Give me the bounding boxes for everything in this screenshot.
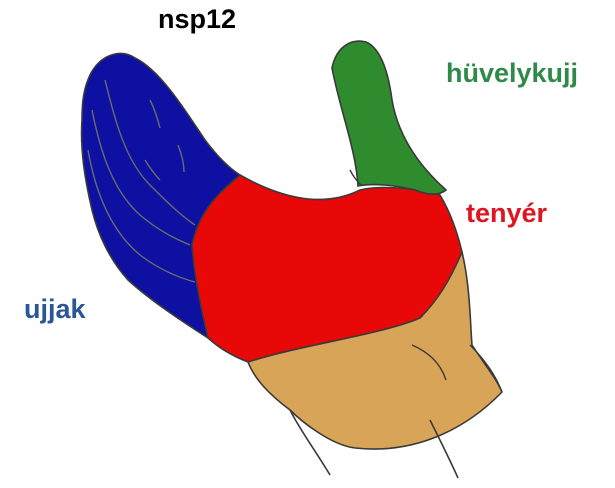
thumb-region — [332, 41, 446, 194]
palm-label: tenyér — [466, 198, 547, 229]
diagram-title: nsp12 — [158, 4, 236, 35]
thumb-label: hüvelykujj — [446, 58, 578, 89]
fingers-label: ujjak — [24, 294, 86, 325]
